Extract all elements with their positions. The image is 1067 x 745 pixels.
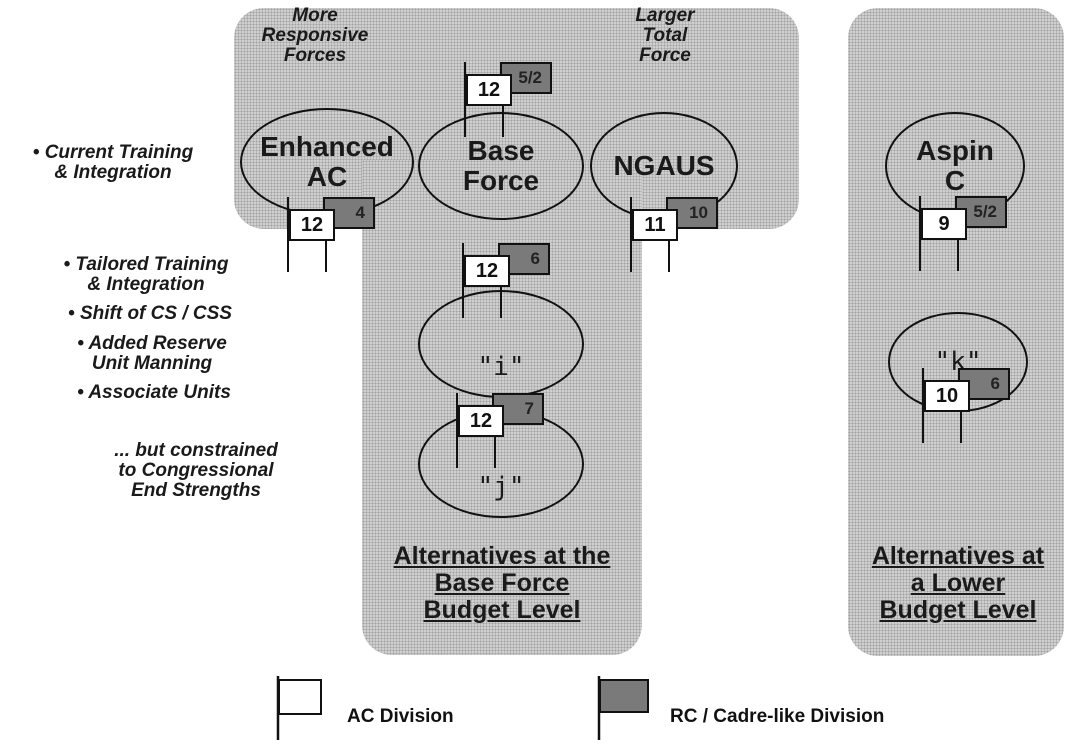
label-more-responsive: More Responsive Forces: [261, 5, 369, 66]
oval-base-force: Base Force: [418, 112, 584, 220]
caption-lower-budget: Alternatives at a Lower Budget Level: [871, 542, 1045, 624]
ac-division-count: 12: [289, 209, 335, 241]
flag-j: 7 12: [456, 393, 548, 468]
flag-pole: [287, 197, 289, 272]
flag-base-force: 5/2 12: [464, 62, 556, 137]
oval-label: Base Force: [462, 135, 540, 196]
flag-pole: [500, 259, 502, 318]
flag-pole: [630, 197, 632, 272]
base-force-panel-bottom: [362, 160, 642, 655]
oval-label: "j": [477, 472, 525, 502]
flag-pole: [502, 78, 504, 137]
ac-division-count: 12: [466, 74, 512, 106]
flag-pole: [464, 62, 466, 137]
oval-j: "j": [418, 410, 584, 518]
flag-pole: [922, 368, 924, 443]
oval-enhanced-ac: Enhanced AC: [240, 108, 414, 216]
flag-ngaus: 10 11: [630, 197, 722, 272]
flag-pole: [919, 196, 921, 271]
ac-division-count: 11: [632, 209, 678, 241]
oval-label: NGAUS: [613, 150, 715, 181]
oval-label: "i": [477, 352, 525, 382]
caption-base-force-budget: Alternatives at the Base Force Budget Le…: [393, 542, 611, 624]
oval-label: Aspin C: [916, 135, 994, 196]
ac-division-count: 12: [458, 405, 504, 437]
flag-pole: [668, 213, 670, 272]
flag-pole: [325, 213, 327, 272]
ac-division-count: 12: [464, 255, 510, 287]
legend-rc-label: RC / Cadre-like Division: [670, 706, 885, 727]
flag-pole: [494, 409, 496, 468]
legend-ac-flag-icon: [276, 676, 326, 745]
flag-pole: [960, 384, 962, 443]
flag-aspin-c: 5/2 9: [919, 196, 1011, 271]
flag-pole: [957, 212, 959, 271]
legend-ac-label: AC Division: [347, 706, 454, 727]
note-constrained: ... but constrained to Congressional End…: [114, 440, 278, 501]
oval-label: Enhanced AC: [260, 131, 394, 192]
note-current-training: • Current Training & Integration: [32, 142, 194, 183]
flag-pole: [456, 393, 458, 468]
note-tailored-training: • Tailored Training & Integration: [63, 254, 229, 295]
legend-rc-flag-icon: [597, 676, 653, 745]
ac-division-count: 9: [921, 208, 967, 240]
ac-division-count: 10: [924, 380, 970, 412]
note-shift-cs-css: • Shift of CS / CSS: [68, 303, 232, 324]
label-larger-total-force: Larger Total Force: [635, 5, 695, 66]
flag-k: 6 10: [922, 368, 1014, 443]
note-added-reserve: • Added Reserve Unit Manning: [77, 333, 227, 374]
flag-enhanced-ac: 4 12: [287, 197, 379, 272]
note-associate-units: • Associate Units: [77, 382, 231, 403]
flag-pole: [462, 243, 464, 318]
flag-i: 6 12: [462, 243, 554, 318]
rc-division-count: 6: [498, 243, 550, 275]
